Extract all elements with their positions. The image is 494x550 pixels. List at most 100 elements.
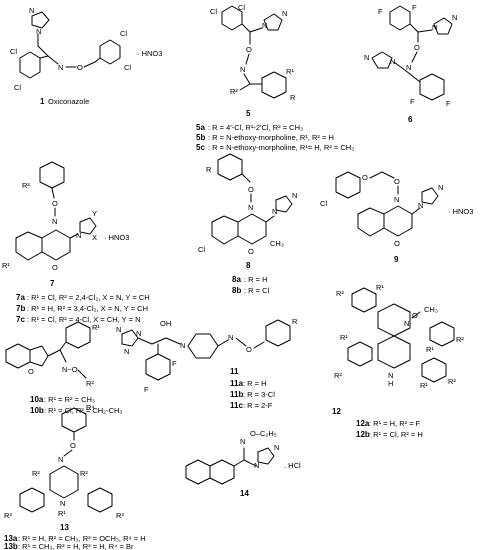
variant-text: : R¹ = Cl, R² = 4-Cl, X = CH, Y = N bbox=[27, 315, 141, 324]
atom-r3: R³ bbox=[4, 511, 12, 520]
atom-r3: R³ bbox=[116, 511, 124, 520]
benzo-ring bbox=[15, 231, 43, 261]
variant-tag: 11c bbox=[230, 401, 243, 410]
aryl-ring bbox=[87, 487, 113, 513]
benzofuran-benzo-ring bbox=[5, 343, 31, 369]
benzyl-ring bbox=[265, 319, 291, 347]
variant-text: : R¹ = CH₃, R² = H, R³ = H, R⁴ = Br bbox=[18, 542, 134, 550]
bond bbox=[151, 337, 167, 345]
chromane-ring bbox=[41, 229, 71, 261]
variant-tag: 7a bbox=[16, 293, 25, 302]
atom-o: O bbox=[394, 177, 400, 186]
atom-n: N bbox=[29, 6, 34, 15]
salt-label: . HCl bbox=[284, 461, 301, 470]
aryl-ring bbox=[19, 487, 45, 513]
bond bbox=[51, 187, 55, 199]
atom-nh: N bbox=[388, 371, 393, 380]
atom-n: N bbox=[240, 65, 245, 74]
bond bbox=[265, 215, 275, 223]
variant-tag: 13a bbox=[4, 534, 18, 543]
atom-o: O bbox=[248, 247, 254, 256]
atom-r: R bbox=[206, 165, 212, 174]
atom-o: O bbox=[28, 367, 34, 376]
piperidine-ring bbox=[187, 333, 219, 359]
atom-f: F bbox=[144, 385, 149, 394]
atom-cl: Cl bbox=[198, 245, 205, 254]
imidazole-ring bbox=[371, 51, 393, 69]
bond bbox=[39, 55, 49, 59]
bond bbox=[409, 23, 419, 33]
chromane-ring bbox=[383, 205, 413, 237]
variant-tag: 7b bbox=[16, 304, 25, 313]
atom-cl: Cl bbox=[320, 199, 327, 208]
bond bbox=[47, 55, 59, 65]
bond bbox=[393, 61, 411, 75]
atom-r2: R² bbox=[334, 371, 342, 380]
bond bbox=[411, 207, 421, 215]
atom-n: N bbox=[262, 21, 267, 30]
aryl-ring bbox=[347, 341, 373, 367]
imidazole-ring bbox=[263, 13, 283, 31]
aryl-ring bbox=[65, 321, 91, 349]
atom-o: O bbox=[77, 63, 83, 72]
compound-1: N N Cl Cl N O Cl Cl · HNO3 1 Oxiconazole bbox=[10, 6, 162, 106]
atom-h: H bbox=[388, 379, 393, 388]
difluorophenyl-ring bbox=[145, 353, 171, 381]
bond bbox=[239, 83, 251, 91]
variant-text: : R = N-ethoxy-morpholine, R¹, R² = H bbox=[208, 133, 334, 142]
salt-label: · HNO3 bbox=[137, 49, 162, 58]
bond bbox=[83, 61, 96, 68]
atom-o: O bbox=[70, 441, 76, 450]
atom-x: X bbox=[92, 233, 97, 242]
compound-number: 13 bbox=[60, 523, 69, 532]
variant-text: : R = 4′-Cl, R¹-2′Cl, R² = CH₃ bbox=[208, 123, 303, 132]
benzyl-ring bbox=[99, 39, 121, 65]
atom-r2: R² bbox=[80, 469, 88, 478]
atom-n: N~O bbox=[62, 365, 78, 374]
atom-cl: Cl bbox=[210, 7, 217, 16]
bond bbox=[137, 337, 153, 345]
bond bbox=[411, 51, 418, 63]
atom-r1: R¹ bbox=[426, 345, 434, 354]
atom-n: N bbox=[452, 13, 457, 22]
atom-r: R bbox=[290, 93, 296, 102]
variant-tag: 5c bbox=[196, 143, 205, 152]
bond bbox=[47, 349, 61, 357]
atom-r2: R² bbox=[32, 469, 40, 478]
atom-f: F bbox=[412, 3, 417, 12]
atom-n: N bbox=[282, 9, 287, 18]
atom-n: N bbox=[124, 347, 129, 356]
atom-n: N bbox=[240, 437, 245, 446]
atom-r1: R¹ bbox=[286, 67, 294, 76]
atom-n: N bbox=[390, 57, 395, 66]
aryl-ring bbox=[351, 287, 377, 313]
atom-n: N bbox=[254, 461, 259, 470]
atom-o: O bbox=[52, 263, 58, 272]
atom-r2: R² bbox=[448, 377, 456, 386]
variant-text: : R¹ = H, R² = CH₃, R³ = OCH₃, R⁴ = H bbox=[18, 534, 146, 543]
azole-ring bbox=[79, 217, 97, 235]
atom-cl: Cl bbox=[120, 29, 127, 38]
atom-f: F bbox=[410, 97, 415, 106]
atom-n: N bbox=[438, 183, 443, 192]
atom-n: N bbox=[406, 63, 411, 72]
atom-n: N bbox=[60, 499, 65, 508]
compound-7: R² O N O R¹ N Y X · HNO3 7 7a : R¹ = Cl,… bbox=[2, 161, 150, 324]
atom-n: N bbox=[76, 231, 81, 240]
compound-6: F F N N O N N N F F 6 bbox=[364, 3, 457, 124]
compound-10: O R¹ N~O R² 10a : R¹ = R² = CH₃ 10b : R¹… bbox=[5, 321, 122, 415]
atom-r1: R¹ bbox=[420, 381, 428, 390]
bond bbox=[243, 73, 251, 85]
chromane-ring bbox=[237, 213, 267, 245]
variant-text: : R¹ = H, R² = 3,4-Cl₂, X = N, Y = CH bbox=[27, 304, 148, 313]
variant-text: : R = H bbox=[243, 379, 267, 388]
compound-number: 5 bbox=[246, 109, 251, 118]
chlorophenyl-ring bbox=[335, 171, 361, 199]
atom-ch3: CH₃ bbox=[424, 305, 438, 314]
compound-name: Oxiconazole bbox=[48, 97, 89, 106]
atom-cl: Cl bbox=[14, 83, 21, 92]
atom-f: F bbox=[446, 99, 451, 108]
bond bbox=[369, 171, 383, 179]
compound-8: R O N O Cl CH₃ N N 8 8a : R = H 8b : R =… bbox=[198, 153, 297, 295]
bond bbox=[94, 57, 101, 63]
